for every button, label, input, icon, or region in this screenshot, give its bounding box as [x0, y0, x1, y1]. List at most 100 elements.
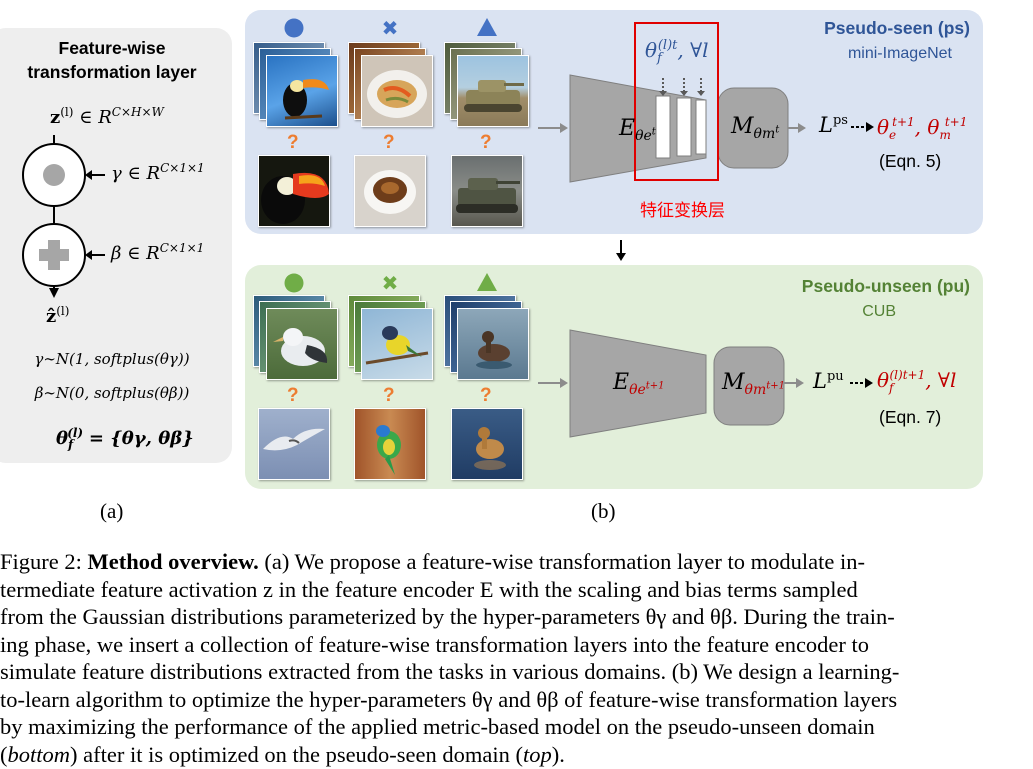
z-symbol: z [50, 107, 61, 128]
pu-metric-sup: t+1 [766, 380, 786, 392]
pu-loss-L: L [813, 369, 827, 393]
pu-loss-arrow [850, 378, 873, 388]
pu-query-image-albatross [258, 408, 330, 480]
caption-line-5: simulate feature distributions extracted… [0, 659, 900, 684]
caption-bottom-word: bottom [7, 741, 71, 767]
pu-encoder-E: E [613, 370, 630, 395]
triangle-class-icon [477, 18, 497, 36]
ps-equation-ref: (Eqn. 5) [879, 151, 942, 171]
panel-a-title-line1: Feature-wise [58, 38, 166, 58]
pu-class-markers: ✖ [284, 271, 497, 295]
plus-icon [39, 240, 69, 270]
theta-f-definition: θf(l) = {θγ, θβ} [56, 426, 194, 452]
albatross-icon [273, 328, 328, 366]
pu-metric-block [713, 346, 785, 426]
beta-arrowhead [85, 250, 92, 260]
ps-loss-label: Lps [819, 113, 848, 137]
caption-line-8-mid: ) after it is optimized on the pseudo-se… [70, 741, 524, 767]
z-output-label: ẑ(l) [46, 304, 69, 327]
caption-line-3: from the Gaussian distributions paramete… [0, 604, 895, 629]
panel-a-label: (a) [100, 499, 124, 523]
pu-update-theta: θ [877, 368, 890, 392]
pseudo-unseen-title: Pseudo-unseen (pu) [801, 276, 970, 296]
ps-encoder-E: E [619, 116, 636, 141]
grebe-swimming-icon [474, 427, 506, 470]
pu-support-image-jay [361, 308, 433, 380]
caption-line-1-text: (a) We propose a feature-wise transforma… [258, 549, 866, 574]
pu-model-diagram [538, 329, 804, 438]
triangle-class-icon [477, 273, 497, 291]
ps-query-mark-3: ? [480, 132, 492, 153]
ps-query-image-tank [451, 155, 523, 227]
z-sup: (l) [60, 105, 74, 119]
circle-class-icon [284, 273, 304, 293]
ps-update-a-sup: t+1 [892, 115, 915, 130]
gamma-symbol: γ ∈ R [111, 163, 161, 184]
ps-metric-sub: θmt [754, 124, 780, 143]
caption-line-7: by maximizing the performance of the app… [0, 714, 875, 739]
pu-update-label: θf(l)t+1, ∀l [877, 368, 956, 395]
albatross-flight-icon [263, 428, 325, 451]
pu-update-sup: (l)t+1 [889, 368, 926, 383]
pu-query-mark-3: ? [480, 385, 492, 406]
caption-line-1: Figure 2: Method overview. (a) We propos… [0, 548, 1030, 576]
ps-metric-sup: t [775, 124, 780, 136]
pu-metric-label: Mθmt+1 [722, 370, 785, 398]
beta-distribution: β∼N(0, softplus(θβ)) [34, 384, 190, 402]
pu-encoder-sub: θet+1 [629, 380, 665, 399]
pseudo-seen-dataset: mini-ImageNet [847, 45, 952, 62]
ps-loss-sup: ps [832, 113, 848, 128]
ps-update-a-sub: e [889, 128, 897, 142]
z-dims: C×H×W [111, 105, 164, 119]
pseudo-unseen-dataset: CUB [862, 303, 896, 320]
ft-arrowhead-1 [659, 91, 667, 96]
ps-metric-label: Mθmt [731, 114, 779, 142]
ps-encoder-sub-text: θe [635, 128, 652, 145]
ps-support-image-soup [361, 55, 433, 127]
ft-layer-bar-3 [695, 99, 707, 155]
ps-theta-ft-label: θf(l)t, ∀l [645, 38, 709, 66]
pu-query-mark-1: ? [287, 385, 299, 406]
ft-arrowhead-3 [697, 91, 705, 96]
ps-encoder-label: Eθet [619, 116, 656, 144]
ps-class-markers: ✖ [284, 16, 497, 40]
caption-figure-number: Figure 2: [0, 549, 88, 574]
ps-query-mark-2: ? [383, 132, 395, 153]
ps-update-label: θet+1, θmt+1 [877, 115, 968, 142]
caption-line-6: to-learn algorithm to optimize the hyper… [0, 686, 898, 712]
pu-metric-arrowhead [796, 378, 804, 388]
grebe-icon [476, 331, 512, 369]
pu-encoder-sub-text: θe [629, 382, 646, 399]
pu-update-sub: f [889, 381, 894, 395]
ps-input-arrowhead [560, 123, 568, 133]
pu-encoder-sup: t+1 [645, 380, 665, 392]
tank-icon [464, 80, 524, 112]
green-jay-closeup-icon [376, 425, 401, 475]
caption-heading: Method overview. [87, 549, 259, 574]
ps-support-image-toucan [266, 55, 338, 127]
ps-encoder-sup: t [651, 126, 656, 138]
ps-update-a: θ [877, 115, 890, 139]
pu-metric-M: M [722, 370, 745, 395]
ps-loss-L: L [819, 113, 833, 137]
gamma-dims: C×1×1 [160, 161, 205, 175]
pu-equation-ref: (Eqn. 7) [879, 407, 942, 427]
pu-query-image-grebe [451, 408, 523, 480]
panel-transition-arrow [616, 240, 626, 261]
cross-class-icon: ✖ [382, 16, 399, 40]
pseudo-seen-title: Pseudo-seen (ps) [824, 18, 970, 38]
ft-arrowhead-2 [680, 91, 688, 96]
caption-line-8: (bottom) after it is optimized on the ps… [0, 741, 1030, 769]
ps-theta-ft: θ [645, 38, 658, 62]
soup-bowl-closeup-icon [364, 170, 416, 214]
pu-loss-sup: pu [826, 369, 844, 384]
pu-encoder-block [569, 329, 707, 438]
pu-loss-label: Lpu [813, 369, 844, 393]
ft-layer-bar-2 [676, 97, 692, 157]
beta-label: β ∈ RC×1×1 [111, 241, 204, 264]
caption-line-8-open: ( [0, 741, 8, 767]
panel-a-title: Feature-wise transformation layer [0, 36, 224, 84]
caption-line-2: termediate feature activation z in the f… [0, 576, 858, 602]
theta-f-symbol: θ [56, 428, 69, 449]
toucan-closeup-icon [261, 172, 329, 224]
